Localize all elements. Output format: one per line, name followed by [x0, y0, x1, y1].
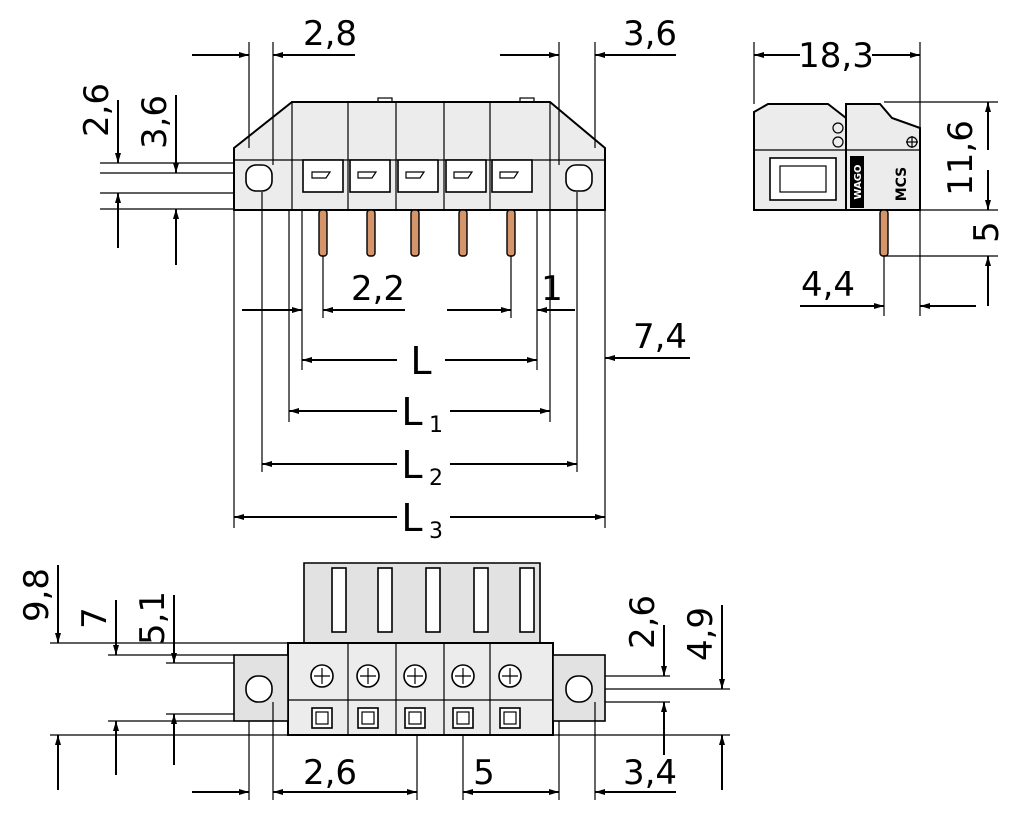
bottom-flange-hole-left [245, 675, 273, 703]
bottom-view: 9,8 7 5,1 2,6 4,9 2,6 5 3,4 [17, 562, 730, 800]
side-dim-4-4: 4,4 [801, 265, 855, 305]
front-dim-3-6-left: 3,6 [135, 95, 175, 149]
bottom-dim-3-4: 3,4 [623, 753, 677, 793]
side-dim-5: 5 [967, 221, 1007, 243]
side-logo-plate [850, 156, 864, 208]
dim-L3-subscript: 3 [429, 519, 443, 544]
side-mcs-text: MCS [894, 167, 910, 202]
side-release-slot [769, 157, 837, 201]
dim-L2-subscript: 2 [429, 466, 443, 491]
front-view: 2,8 3,6 2,6 3,6 2,2 1 7,4 L L 1 [77, 14, 690, 544]
front-dim-2-6: 2,6 [77, 83, 117, 137]
bottom-dim-4-9: 4,9 [681, 607, 721, 661]
bottom-flange-hole-right [565, 675, 593, 703]
dim-L: L [410, 339, 431, 383]
bottom-dim-2-6-right: 2,6 [623, 595, 663, 649]
side-view: WAGO MCS 18,3 11,6 5 4,4 [753, 36, 1007, 316]
front-flange-hole-left [245, 164, 273, 192]
bottom-dim-7: 7 [75, 607, 115, 629]
side-dim-18-3: 18,3 [798, 36, 874, 76]
side-pin [879, 209, 889, 257]
front-contact-windows [302, 159, 533, 193]
front-housing [233, 101, 606, 211]
dim-L2-label: L [401, 443, 422, 487]
bottom-test-windows [311, 707, 521, 729]
bottom-dim-2-6: 2,6 [303, 753, 357, 793]
front-dim-2-8: 2,8 [303, 14, 357, 54]
bottom-dim-5: 5 [473, 753, 495, 793]
dim-L3-label: L [401, 496, 422, 540]
front-flange-hole-right [565, 164, 593, 192]
bottom-latch-slots [331, 567, 535, 633]
side-dim-11-6: 11,6 [941, 120, 981, 196]
front-dim-1: 1 [541, 269, 563, 309]
dim-L1-label: L [401, 390, 422, 434]
dim-L1-subscript: 1 [429, 413, 443, 438]
front-dim-3-6-top: 3,6 [623, 14, 677, 54]
bottom-wire-entries [310, 664, 522, 688]
bottom-dim-9-8: 9,8 [17, 568, 57, 622]
front-pins [318, 209, 516, 257]
side-logo-text: WAGO [853, 164, 864, 199]
front-dim-7-4: 7,4 [633, 317, 687, 357]
front-dim-2-2: 2,2 [351, 269, 405, 309]
bottom-dim-5-1: 5,1 [133, 591, 173, 645]
